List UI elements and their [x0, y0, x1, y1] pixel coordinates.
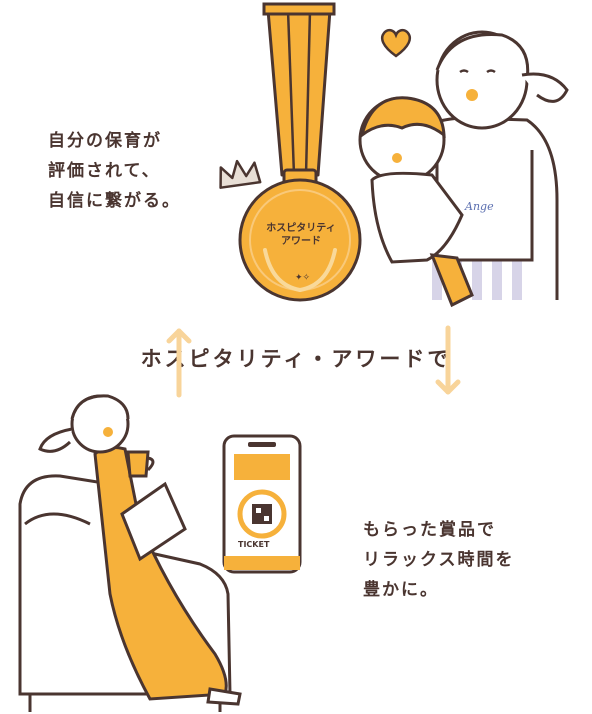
bottom-caption-line-1: もらった賞品で: [363, 520, 496, 540]
heart-icon: [380, 28, 412, 58]
reading-woman-illustration: [18, 394, 242, 712]
medal-illustration: ✦✧: [238, 2, 362, 302]
bottom-caption-line-2: リラックス時間を: [363, 550, 515, 570]
crown-icon: [219, 159, 262, 189]
medal-label-line-2: アワード: [281, 236, 321, 247]
arrow-down-icon: [435, 325, 461, 395]
medal-label-line-1: ホスピタリティ: [266, 223, 336, 234]
mug: [126, 450, 150, 478]
medal-label: ホスピタリティ アワード: [260, 222, 342, 248]
top-caption-line-3: 自信に繋がる。: [48, 191, 181, 211]
bottom-caption: もらった賞品で リラックス時間を 豊かに。: [363, 515, 515, 605]
center-title: ホスピタリティ・アワードで: [140, 347, 452, 371]
arrow-up-icon: [166, 328, 192, 398]
top-caption-line-2: 評価されて、: [48, 161, 161, 181]
book: [120, 481, 187, 562]
phone-illustration: [222, 434, 302, 574]
apron-logo: Ange: [465, 200, 494, 213]
top-caption: 自分の保育が 評価されて、 自信に繋がる。: [48, 126, 181, 216]
phone-ticket-label: TICKET: [238, 540, 270, 549]
top-caption-line-1: 自分の保育が: [48, 131, 162, 151]
svg-text:✦✧: ✦✧: [295, 273, 311, 283]
bottom-caption-line-3: 豊かに。: [363, 580, 439, 600]
medal-ribbon: [266, 8, 332, 177]
caregiver-illustration: [358, 30, 569, 308]
